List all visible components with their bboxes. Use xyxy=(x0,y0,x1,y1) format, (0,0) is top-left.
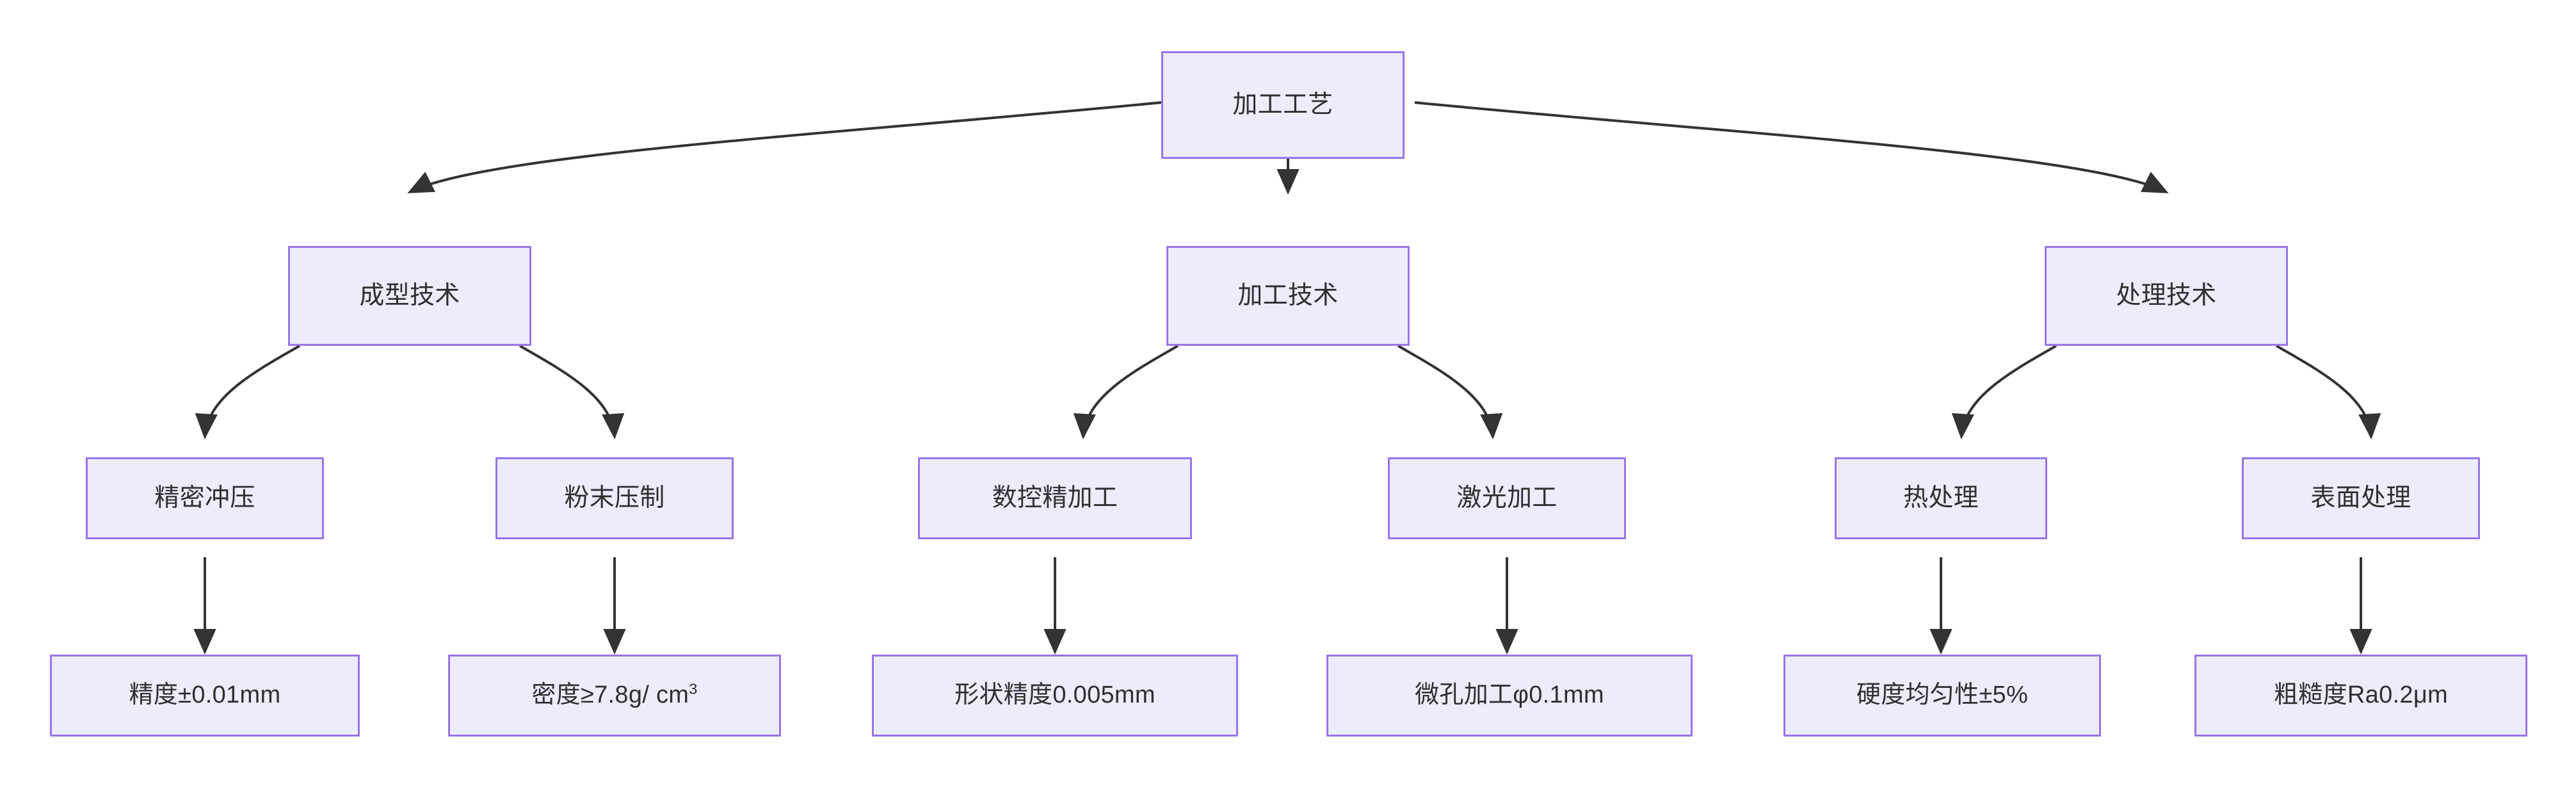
node-root-label: 加工工艺 xyxy=(1232,90,1333,118)
node-t4-label: 激光加工 xyxy=(1456,484,1558,512)
node-t5[interactable]: 热处理 xyxy=(1835,457,2047,539)
node-s3[interactable]: 形状精度0.005mm xyxy=(872,655,1238,737)
node-cat2[interactable]: 加工技术 xyxy=(1166,246,1410,346)
node-s4[interactable]: 微孔加工φ0.1mm xyxy=(1326,655,1693,737)
node-t2[interactable]: 粉末压制 xyxy=(495,457,734,539)
node-t1-label: 精密冲压 xyxy=(154,484,255,512)
node-t5-label: 热处理 xyxy=(1903,484,1979,512)
node-s5-label: 硬度均匀性±5% xyxy=(1856,681,2029,709)
node-s1-label: 精度±0.01mm xyxy=(129,681,281,709)
node-s6-label: 粗糙度Ra0.2μm xyxy=(2274,681,2448,709)
node-s5[interactable]: 硬度均匀性±5% xyxy=(1783,655,2101,737)
node-cat2-label: 加工技术 xyxy=(1237,281,1339,309)
node-t6-label: 表面处理 xyxy=(2310,484,2411,512)
node-cat3[interactable]: 处理技术 xyxy=(2045,246,2288,346)
node-t6[interactable]: 表面处理 xyxy=(2242,457,2480,539)
node-t1[interactable]: 精密冲压 xyxy=(86,457,324,539)
node-t3-label: 数控精加工 xyxy=(992,484,1118,512)
node-s1[interactable]: 精度±0.01mm xyxy=(50,655,360,737)
node-t3[interactable]: 数控精加工 xyxy=(918,457,1192,539)
node-cat1[interactable]: 成型技术 xyxy=(288,246,531,346)
node-s4-label: 微孔加工φ0.1mm xyxy=(1415,681,1604,709)
node-s2-label: 密度≥7.8g/ cm3 xyxy=(531,680,698,709)
node-root[interactable]: 加工工艺 xyxy=(1161,51,1405,159)
node-t4[interactable]: 激光加工 xyxy=(1388,457,1626,539)
node-s3-label: 形状精度0.005mm xyxy=(954,681,1155,709)
node-cat3-label: 处理技术 xyxy=(2116,281,2217,309)
node-s6[interactable]: 粗糙度Ra0.2μm xyxy=(2194,655,2527,737)
node-cat1-label: 成型技术 xyxy=(359,281,460,309)
node-t2-label: 粉末压制 xyxy=(564,484,665,512)
node-s2[interactable]: 密度≥7.8g/ cm3 xyxy=(448,655,781,737)
